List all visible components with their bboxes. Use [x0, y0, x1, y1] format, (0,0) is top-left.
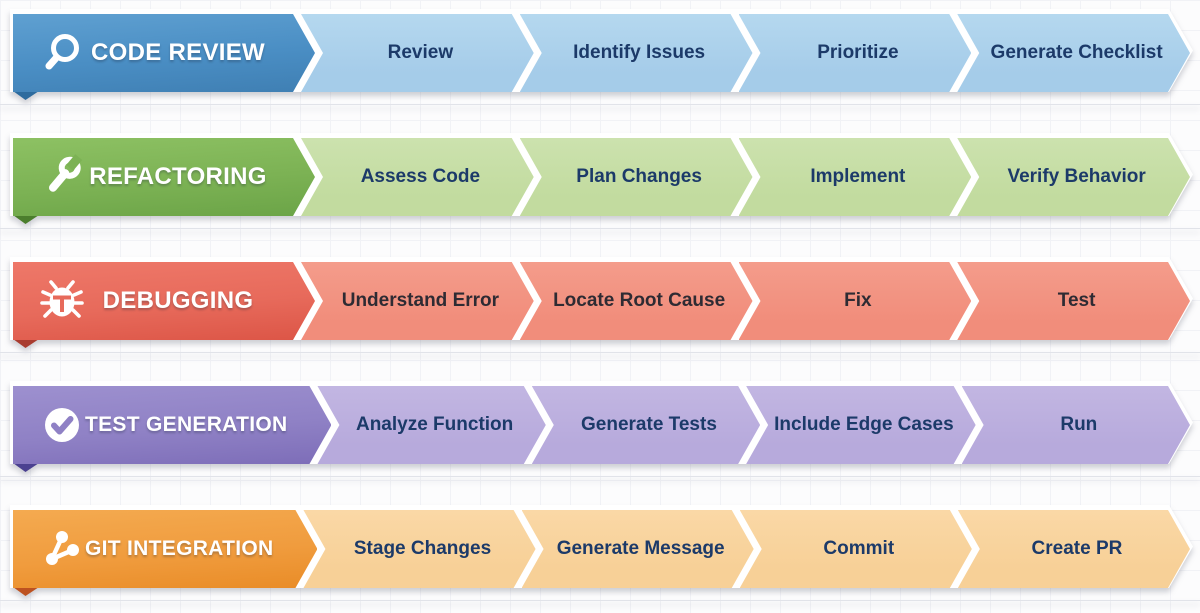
step-label: Verify Behavior — [1007, 166, 1146, 187]
step-segment: Test — [957, 262, 1190, 340]
step-label: Understand Error — [341, 290, 500, 311]
row-header-debugging: DEBUGGING — [13, 262, 315, 340]
row-header-refactoring: REFACTORING — [13, 138, 315, 216]
workflow-row-code-review: CODE REVIEW Review Identify Issues Prior… — [0, 14, 1200, 105]
row-title: DEBUGGING — [102, 287, 254, 314]
step-segment: Assess Code — [301, 138, 534, 216]
workflow-row-debugging: DEBUGGING Understand Error Locate Root C… — [0, 262, 1200, 353]
step-label: Plan Changes — [576, 166, 702, 187]
ribbon-bar: TEST GENERATION Analyze Function Generat… — [13, 386, 1190, 464]
step-label: Generate Tests — [581, 414, 717, 435]
step-segment: Include Edge Cases — [746, 386, 976, 464]
ribbon-bar: CODE REVIEW Review Identify Issues Prior… — [13, 14, 1190, 92]
step-segment: Commit — [740, 510, 972, 588]
step-label: Review — [387, 42, 454, 63]
step-segment: Locate Root Cause — [520, 262, 753, 340]
step-segment: Plan Changes — [520, 138, 753, 216]
row-title: TEST GENERATION — [85, 413, 288, 436]
step-segment: Stage Changes — [303, 510, 535, 588]
step-label: Create PR — [1031, 538, 1123, 559]
step-label: Include Edge Cases — [774, 414, 954, 435]
git-branch-icon — [39, 526, 85, 572]
step-segment: Implement — [739, 138, 972, 216]
step-segment: Verify Behavior — [957, 138, 1190, 216]
step-label: Analyze Function — [355, 414, 514, 435]
step-label: Generate Checklist — [990, 42, 1163, 63]
step-segment: Analyze Function — [317, 386, 545, 464]
ribbon-bar: DEBUGGING Understand Error Locate Root C… — [13, 262, 1190, 340]
step-segment: Create PR — [958, 510, 1190, 588]
step-label: Fix — [844, 290, 872, 311]
step-segment: Prioritize — [739, 14, 972, 92]
row-header-git-integration: GIT INTEGRATION — [13, 510, 317, 588]
ribbon-fold — [13, 463, 39, 472]
workflow-row-git-integration: GIT INTEGRATION Stage Changes Generate M… — [0, 510, 1200, 601]
wrench-icon — [39, 154, 85, 200]
ribbon-fold — [13, 587, 39, 596]
ribbon-bar: REFACTORING Assess Code Plan Changes Imp… — [13, 138, 1190, 216]
step-label: Identify Issues — [573, 42, 706, 63]
step-label: Run — [1060, 414, 1098, 435]
step-label: Locate Root Cause — [553, 290, 726, 311]
step-label: Test — [1057, 290, 1096, 311]
step-segment: Understand Error — [301, 262, 534, 340]
bug-icon — [39, 278, 85, 324]
ribbon-fold — [13, 339, 39, 348]
check-circle-icon — [39, 402, 85, 448]
step-label: Generate Message — [556, 538, 725, 559]
magnifier-icon — [39, 30, 85, 76]
step-segment: Run — [962, 386, 1190, 464]
row-title: GIT INTEGRATION — [85, 537, 274, 560]
ribbon-bar: GIT INTEGRATION Stage Changes Generate M… — [13, 510, 1190, 588]
workflow-row-refactoring: REFACTORING Assess Code Plan Changes Imp… — [0, 138, 1200, 229]
step-segment: Review — [301, 14, 534, 92]
step-label: Prioritize — [817, 42, 899, 63]
ribbon-fold — [13, 215, 39, 224]
workflow-row-test-generation: TEST GENERATION Analyze Function Generat… — [0, 386, 1200, 477]
step-label: Implement — [810, 166, 906, 187]
row-header-code-review: CODE REVIEW — [13, 14, 315, 92]
step-label: Commit — [823, 538, 895, 559]
step-segment: Generate Tests — [532, 386, 760, 464]
row-title: REFACTORING — [89, 163, 267, 190]
step-segment: Fix — [739, 262, 972, 340]
row-header-test-generation: TEST GENERATION — [13, 386, 331, 464]
step-label: Assess Code — [360, 166, 481, 187]
row-title: CODE REVIEW — [91, 39, 265, 66]
step-segment: Identify Issues — [520, 14, 753, 92]
ribbon-fold — [13, 91, 39, 100]
step-label: Stage Changes — [353, 538, 492, 559]
step-segment: Generate Checklist — [957, 14, 1190, 92]
step-segment: Generate Message — [522, 510, 754, 588]
